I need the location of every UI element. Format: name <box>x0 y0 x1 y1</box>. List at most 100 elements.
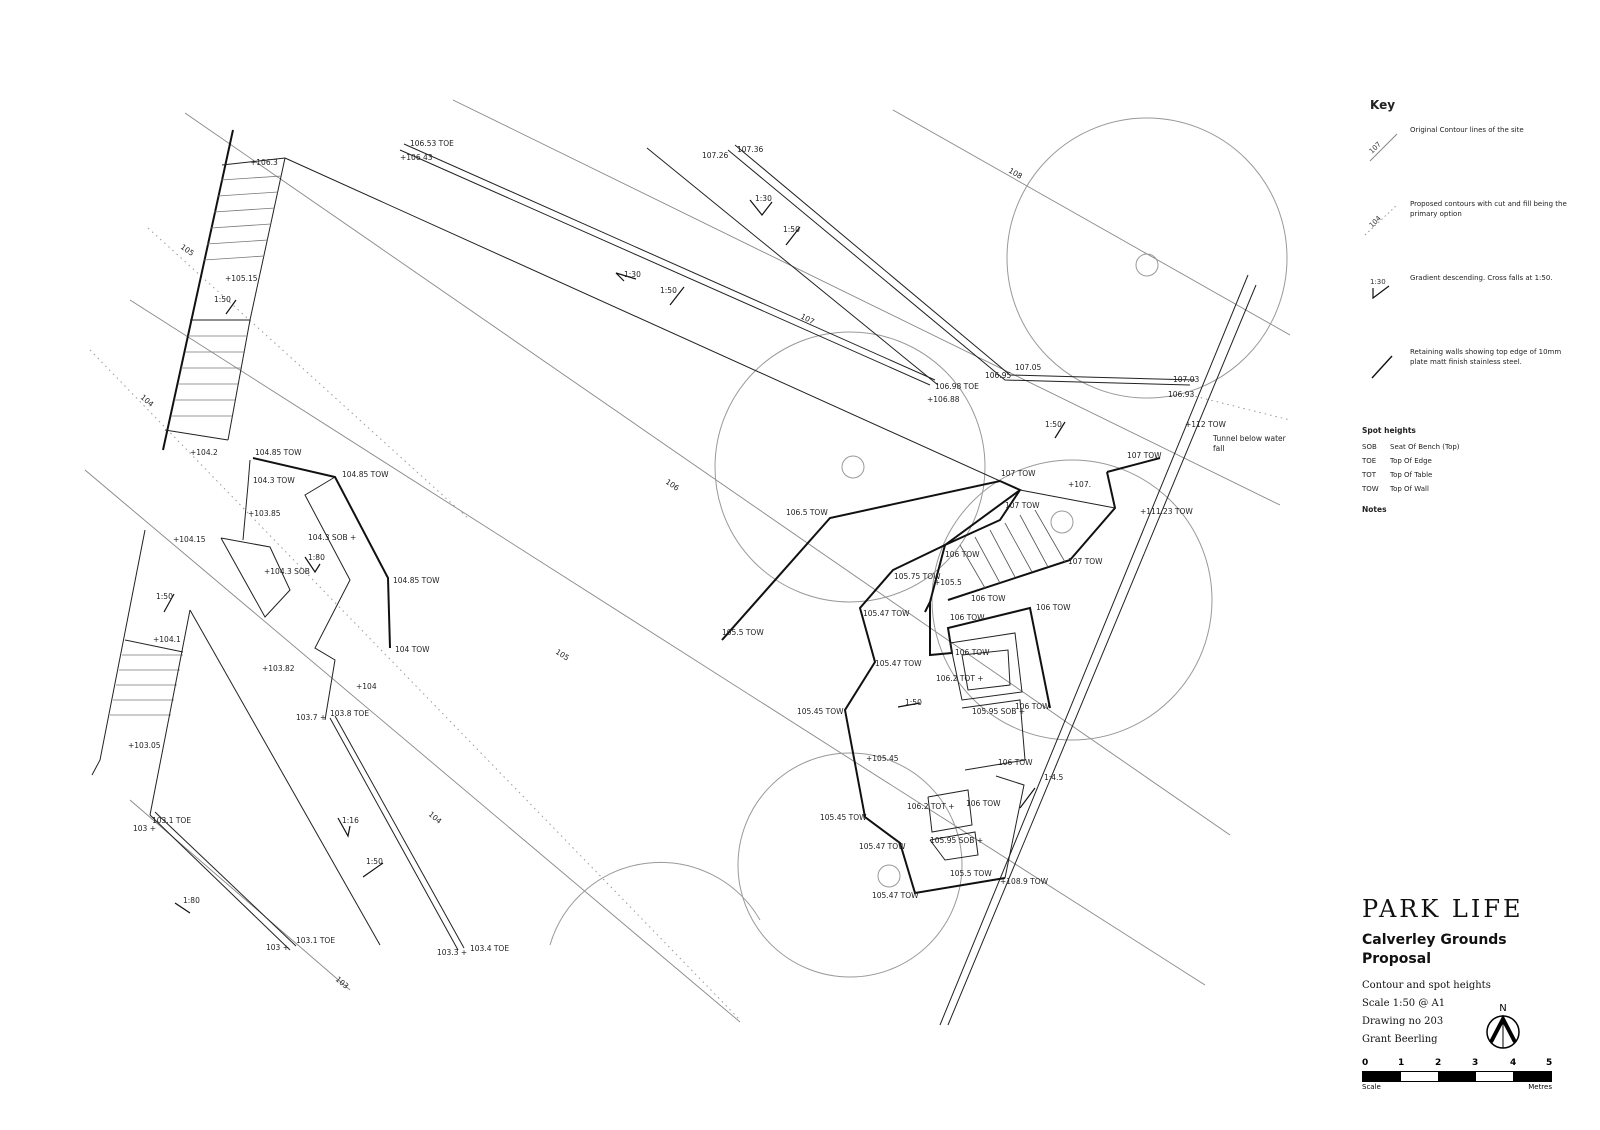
notes-title: Notes <box>1362 505 1387 514</box>
contour-label: 104 <box>427 810 444 826</box>
label: 1:16 <box>342 816 359 825</box>
key-item-original-contour: 107 Original Contour lines of the site <box>1362 126 1582 200</box>
label: 106 TOW <box>955 648 990 657</box>
label: 1:50 <box>214 295 231 304</box>
retaining-wall-sample-icon <box>1371 355 1393 379</box>
label: 103.8 TOE <box>330 709 369 718</box>
meaning: Top Of Wall <box>1390 485 1429 493</box>
meaning: Seat Of Bench (Top) <box>1390 443 1460 451</box>
label: +105.45 <box>866 754 899 763</box>
abbr: TOT <box>1362 471 1377 479</box>
label: +104.15 <box>173 535 206 544</box>
label: 1:50 <box>660 286 677 295</box>
label: 103.1 TOE <box>152 816 191 825</box>
drawing-info: Contour and spot heights Scale 1:50 @ A1… <box>1362 977 1592 1049</box>
label: 106.93 <box>1168 390 1194 399</box>
scale-bar: 0 1 2 3 4 5 Scale Metres <box>1362 1058 1552 1091</box>
label: 105.95 SOB + <box>930 836 983 845</box>
path-edges <box>939 274 1257 1026</box>
label: +106.3 <box>250 158 278 167</box>
spot-heights-title: Spot heights <box>1362 426 1416 435</box>
label: 105.47 TOW <box>859 842 906 851</box>
label: 104.85 TOW <box>255 448 302 457</box>
project-title: Calverley Grounds Proposal <box>1362 931 1592 969</box>
label: 107.36 <box>737 145 763 154</box>
label: 106 TOW <box>971 594 1006 603</box>
key-item-gradient: 1:30 Gradient descending. Cross falls at… <box>1362 274 1582 348</box>
label: 105.47 TOW <box>872 891 919 900</box>
label: +107. <box>1068 480 1091 489</box>
label: 107 TOW <box>1068 557 1103 566</box>
label: 103.3 + <box>437 948 467 957</box>
scale-tick: 2 <box>1435 1058 1442 1068</box>
label: 106.98 TOE <box>935 382 979 391</box>
label: 103 + <box>133 824 156 833</box>
label: 105.95 SOB + <box>972 707 1025 716</box>
label: 105.75 TOW <box>894 572 941 581</box>
label: 1:50 <box>366 857 383 866</box>
label: 106.2 TOT + <box>907 802 955 811</box>
meaning: Top Of Table <box>1390 471 1433 479</box>
scale-ticks: 0 1 2 3 4 5 <box>1362 1058 1552 1071</box>
label: 107.05 <box>1015 363 1041 372</box>
contour-label: 104 <box>139 393 156 409</box>
tunnel-note: Tunnel below water <box>1212 434 1287 443</box>
label: +103.85 <box>248 509 281 518</box>
label: +104 <box>356 682 377 691</box>
label: 1:4.5 <box>1044 773 1063 782</box>
label: 103 + <box>266 943 289 952</box>
meaning: Top Of Edge <box>1390 457 1432 465</box>
svg-text:1:30: 1:30 <box>1370 278 1386 286</box>
label: +105.5 <box>934 578 962 587</box>
key-item-retaining-wall: Retaining walls showing top edge of 10mm… <box>1362 348 1582 422</box>
label: +112 TOW <box>1185 420 1226 429</box>
label: 104.3 TOW <box>253 476 295 485</box>
abbr: TOE <box>1362 457 1377 465</box>
label: 103.1 TOE <box>296 936 335 945</box>
scale-label-left: Scale <box>1362 1083 1381 1091</box>
label: 105.5 TOW <box>950 869 992 878</box>
label: +105.15 <box>225 274 258 283</box>
spot-height-labels: +106.3 106.53 TOE +106.43 107.26 107.36 … <box>128 139 1287 991</box>
park-life-logo: PARK LIFE <box>1362 895 1524 923</box>
label: 107.03 <box>1173 375 1199 384</box>
label: +103.82 <box>262 664 295 673</box>
scale-labels: Scale Metres <box>1362 1083 1552 1091</box>
north-label: N <box>1499 1003 1507 1014</box>
label: 107.26 <box>702 151 728 160</box>
label: 104.3 SOB + <box>308 533 356 542</box>
label: +106.43 <box>400 153 433 162</box>
original-contours <box>84 99 1291 1023</box>
label: 106.95 <box>985 371 1011 380</box>
key-title: Key <box>1370 98 1396 112</box>
retaining-walls <box>91 129 1196 951</box>
drawing-scale: Scale 1:50 @ A1 <box>1362 998 1446 1009</box>
label: 105.45 TOW <box>820 813 867 822</box>
label: 106 TOW <box>966 799 1001 808</box>
contour-label: 107 <box>799 312 816 327</box>
north-arrow-icon <box>1486 1014 1520 1049</box>
label: 106.2 TOT + <box>936 674 984 683</box>
label: 107 TOW <box>1127 451 1162 460</box>
label: +108.9 TOW <box>1000 877 1049 886</box>
scale-bar-segments <box>1362 1071 1552 1082</box>
label: 105.47 TOW <box>875 659 922 668</box>
label: 103.4 TOE <box>470 944 509 953</box>
label: 106 TOW <box>1036 603 1071 612</box>
spot-height-row: TOT Top Of Table <box>1362 471 1582 485</box>
label: 1:50 <box>783 225 800 234</box>
label: +103.05 <box>128 741 161 750</box>
contour-label: 106 <box>664 477 681 493</box>
label: 106 TOW <box>998 758 1033 767</box>
project-title-line1: Calverley Grounds <box>1362 932 1507 948</box>
label: 104.85 TOW <box>342 470 389 479</box>
contour-label: 108 <box>1007 166 1024 181</box>
tunnel-note-2: fall <box>1213 444 1224 453</box>
scale-label-right: Metres <box>1528 1083 1552 1091</box>
label: 1:80 <box>183 896 200 905</box>
key-desc: Original Contour lines of the site <box>1410 126 1524 134</box>
label: 1:50 <box>156 592 173 601</box>
label: 104 TOW <box>395 645 430 654</box>
